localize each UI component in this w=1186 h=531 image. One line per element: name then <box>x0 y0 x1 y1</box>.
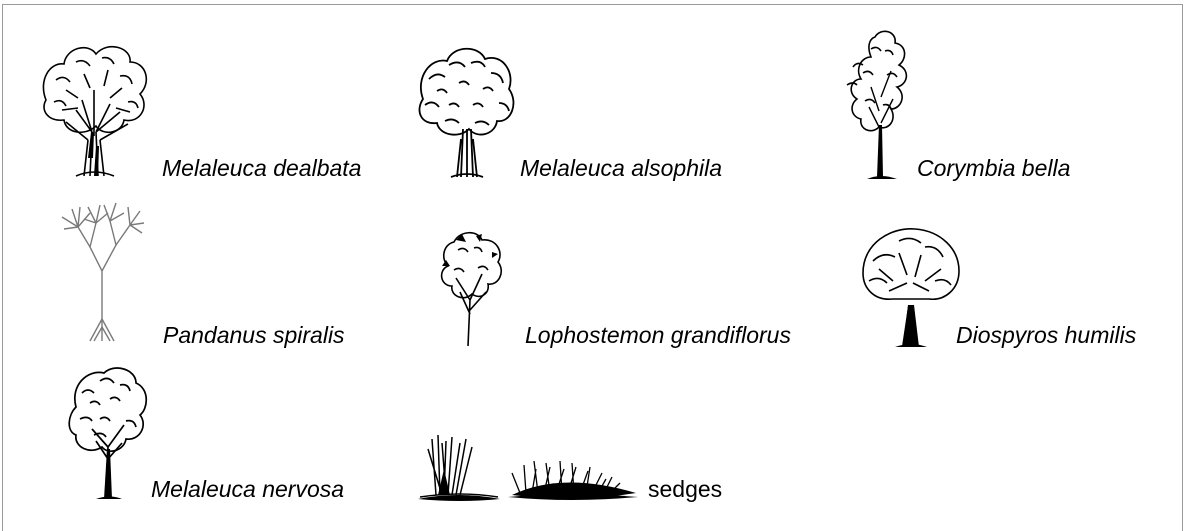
bushy-tree-icon <box>66 363 150 501</box>
sedge-clump-icon <box>416 433 638 503</box>
umbrella-tree-icon <box>859 225 963 349</box>
legend-label-melaleuca-nervosa: Melaleuca nervosa <box>151 478 344 501</box>
legend-label-diospyros-humilis: Diospyros humilis <box>956 324 1136 347</box>
broad-canopy-tree-icon <box>36 40 154 178</box>
slender-tree-icon <box>436 230 508 350</box>
palm-like-pandanus-icon <box>60 201 144 347</box>
legend-label-sedges: sedges <box>648 478 722 501</box>
tall-narrow-tree-icon <box>841 27 917 181</box>
legend-label-melaleuca-alsophila: Melaleuca alsophila <box>520 157 722 180</box>
legend-label-corymbia-bella: Corymbia bella <box>917 157 1070 180</box>
dense-canopy-tree-icon <box>415 43 515 181</box>
legend-label-lophostemon-grandiflorus: Lophostemon grandiflorus <box>525 324 791 347</box>
legend-label-pandanus-spiralis: Pandanus spiralis <box>163 324 345 347</box>
legend-frame: Melaleuca dealbata Melaleuca alsophila <box>2 4 1183 531</box>
legend-label-melaleuca-dealbata: Melaleuca dealbata <box>162 157 361 180</box>
